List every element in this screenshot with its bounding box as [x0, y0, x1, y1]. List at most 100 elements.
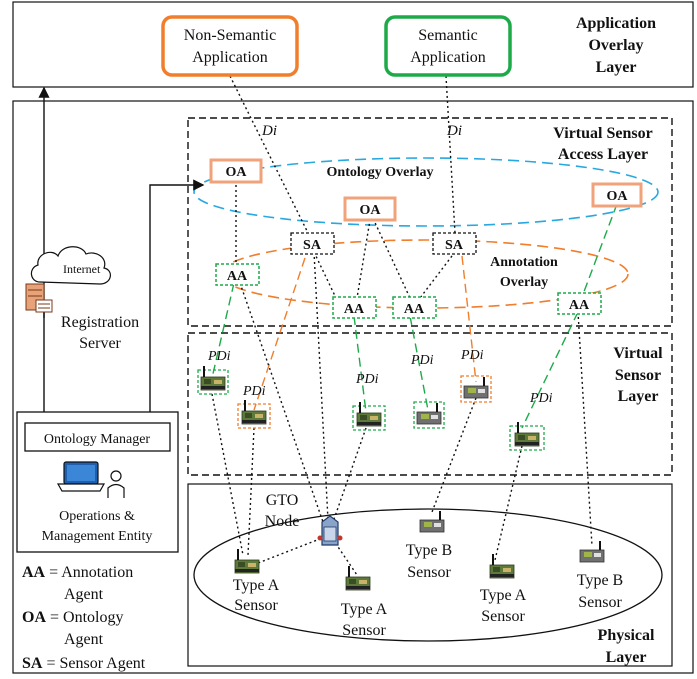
physical-layer-box	[187, 483, 673, 667]
legend: AA = Annotation Agent OA = Ontology Agen…	[22, 564, 146, 672]
ontology-overlay-ellipse	[193, 157, 659, 227]
aa-node-2[interactable]: AA	[332, 296, 377, 319]
internet-cloud-icon	[30, 246, 111, 285]
physical-layer-title-1: Physical	[598, 627, 655, 644]
virtual-sensor-layer-box	[187, 332, 673, 476]
gto-node-label-2: Node	[265, 513, 300, 530]
semantic-label-2: Application	[410, 49, 486, 66]
sensor-a1-label-2: Sensor	[234, 597, 278, 614]
svg-text:AA: AA	[227, 269, 248, 284]
registration-server-label-2: Server	[79, 335, 121, 352]
sensor-a2-label-2: Sensor	[342, 622, 386, 639]
vsa-layer-title-1: Virtual Sensor	[553, 125, 652, 142]
svg-text:OA: OA	[607, 189, 629, 204]
ontology-manager-label: Ontology Manager	[44, 432, 150, 447]
physical-sensor-type-b-2[interactable]	[579, 540, 605, 563]
virtual-sensor-5[interactable]	[460, 375, 492, 403]
app-layer-title-3: Layer	[596, 59, 637, 76]
virtual-sensor-6[interactable]	[509, 421, 545, 451]
svg-text:OA: OA	[360, 203, 382, 218]
svg-text:AA: AA	[569, 298, 590, 313]
app-layer-title-1: Application	[576, 15, 656, 32]
pdi-links-green	[211, 203, 618, 429]
sensor-a3-label-1: Type A	[480, 587, 527, 604]
sensor-a1-label-1: Type A	[233, 577, 280, 594]
di-label-left: Di	[261, 123, 277, 139]
svg-text:SA: SA	[303, 238, 322, 253]
vs-layer-title-2: Sensor	[615, 367, 661, 384]
pdi-links-orange	[253, 255, 477, 411]
virtual-sensor-1[interactable]	[197, 365, 229, 395]
app-layer-title-2: Overlay	[588, 37, 643, 54]
sensor-a3-label-2: Sensor	[481, 608, 525, 625]
ome-label-1: Operations &	[59, 509, 135, 524]
internet-label: Internet	[63, 262, 101, 276]
physical-links	[211, 251, 593, 576]
physical-sensor-type-a-3[interactable]	[489, 553, 515, 579]
svg-text:AA: AA	[344, 302, 365, 317]
virtual-sensor-4[interactable]	[413, 401, 445, 429]
sensor-b2-label-2: Sensor	[578, 594, 622, 611]
semantic-application-box[interactable]	[384, 15, 512, 77]
svg-text:AA: AA	[404, 302, 425, 317]
non-semantic-label-2: Application	[192, 49, 268, 66]
virtual-sensor-3[interactable]	[352, 401, 386, 431]
main-frame	[12, 100, 694, 674]
sensor-b2-label-1: Type B	[577, 572, 623, 589]
physical-layer-title-2: Layer	[606, 649, 647, 666]
registration-server-icon	[25, 283, 53, 313]
registration-arrows	[38, 86, 205, 412]
vs-layer-title-1: Virtual	[613, 345, 663, 362]
sa-node-right[interactable]: SA	[432, 232, 477, 255]
ome-label-2: Management Entity	[42, 529, 153, 544]
gto-node-icon[interactable]	[317, 515, 343, 546]
legend-aa-cont: Agent	[64, 586, 104, 603]
gto-node-label-1: GTO	[266, 492, 299, 509]
legend-aa: AA = Annotation	[22, 564, 133, 581]
vsa-layer-title-2: Access Layer	[558, 146, 648, 163]
pdi-label-4: PDi	[410, 353, 434, 368]
oa-node-right[interactable]: OA	[591, 182, 643, 208]
virtual-sensor-access-layer-box	[187, 117, 673, 327]
overlay-links	[235, 180, 456, 299]
di-links	[229, 75, 456, 244]
aa-node-4[interactable]: AA	[557, 292, 602, 315]
svg-text:OA: OA	[226, 165, 248, 180]
oa-node-center[interactable]: OA	[343, 196, 397, 222]
sensor-b1-label-2: Sensor	[407, 564, 451, 581]
sensor-a2-label-1: Type A	[341, 601, 388, 618]
pdi-label-5: PDi	[460, 348, 484, 363]
physical-sensor-type-b-1[interactable]	[419, 510, 445, 533]
aa-node-1[interactable]: AA	[215, 263, 260, 286]
pdi-label-1: PDi	[207, 349, 231, 364]
vs-layer-title-3: Layer	[618, 388, 659, 405]
oa-node-left[interactable]: OA	[209, 158, 263, 184]
semantic-label-1: Semantic	[418, 27, 478, 44]
ontology-manager-box	[24, 422, 171, 452]
physical-sensor-ellipse	[193, 508, 663, 642]
physical-sensor-type-a-1[interactable]	[234, 548, 260, 574]
legend-sa: SA = Sensor Agent	[22, 655, 146, 672]
non-semantic-application-box[interactable]	[161, 15, 299, 77]
registration-server-label-1: Registration	[61, 314, 139, 331]
pdi-label-2: PDi	[242, 384, 266, 399]
di-label-right: Di	[446, 123, 462, 139]
aa-node-3[interactable]: AA	[392, 296, 437, 319]
pdi-label-3: PDi	[355, 372, 379, 387]
annotation-overlay-label-1: Annotation	[490, 255, 558, 270]
svg-text:SA: SA	[445, 238, 464, 253]
sensor-b1-label-1: Type B	[406, 542, 452, 559]
sa-node-left[interactable]: SA	[290, 232, 335, 255]
non-semantic-label-1: Non-Semantic	[184, 27, 276, 44]
laptop-user-icon	[56, 461, 125, 498]
ontology-overlay-label: Ontology Overlay	[327, 165, 434, 180]
pdi-label-6: PDi	[529, 391, 553, 406]
application-overlay-frame	[12, 1, 694, 88]
physical-sensor-type-a-2[interactable]	[345, 565, 371, 591]
annotation-overlay-label-2: Overlay	[500, 275, 548, 290]
legend-oa-cont: Agent	[64, 631, 104, 648]
virtual-sensor-2[interactable]	[237, 399, 271, 429]
legend-oa: OA = Ontology	[22, 609, 123, 626]
